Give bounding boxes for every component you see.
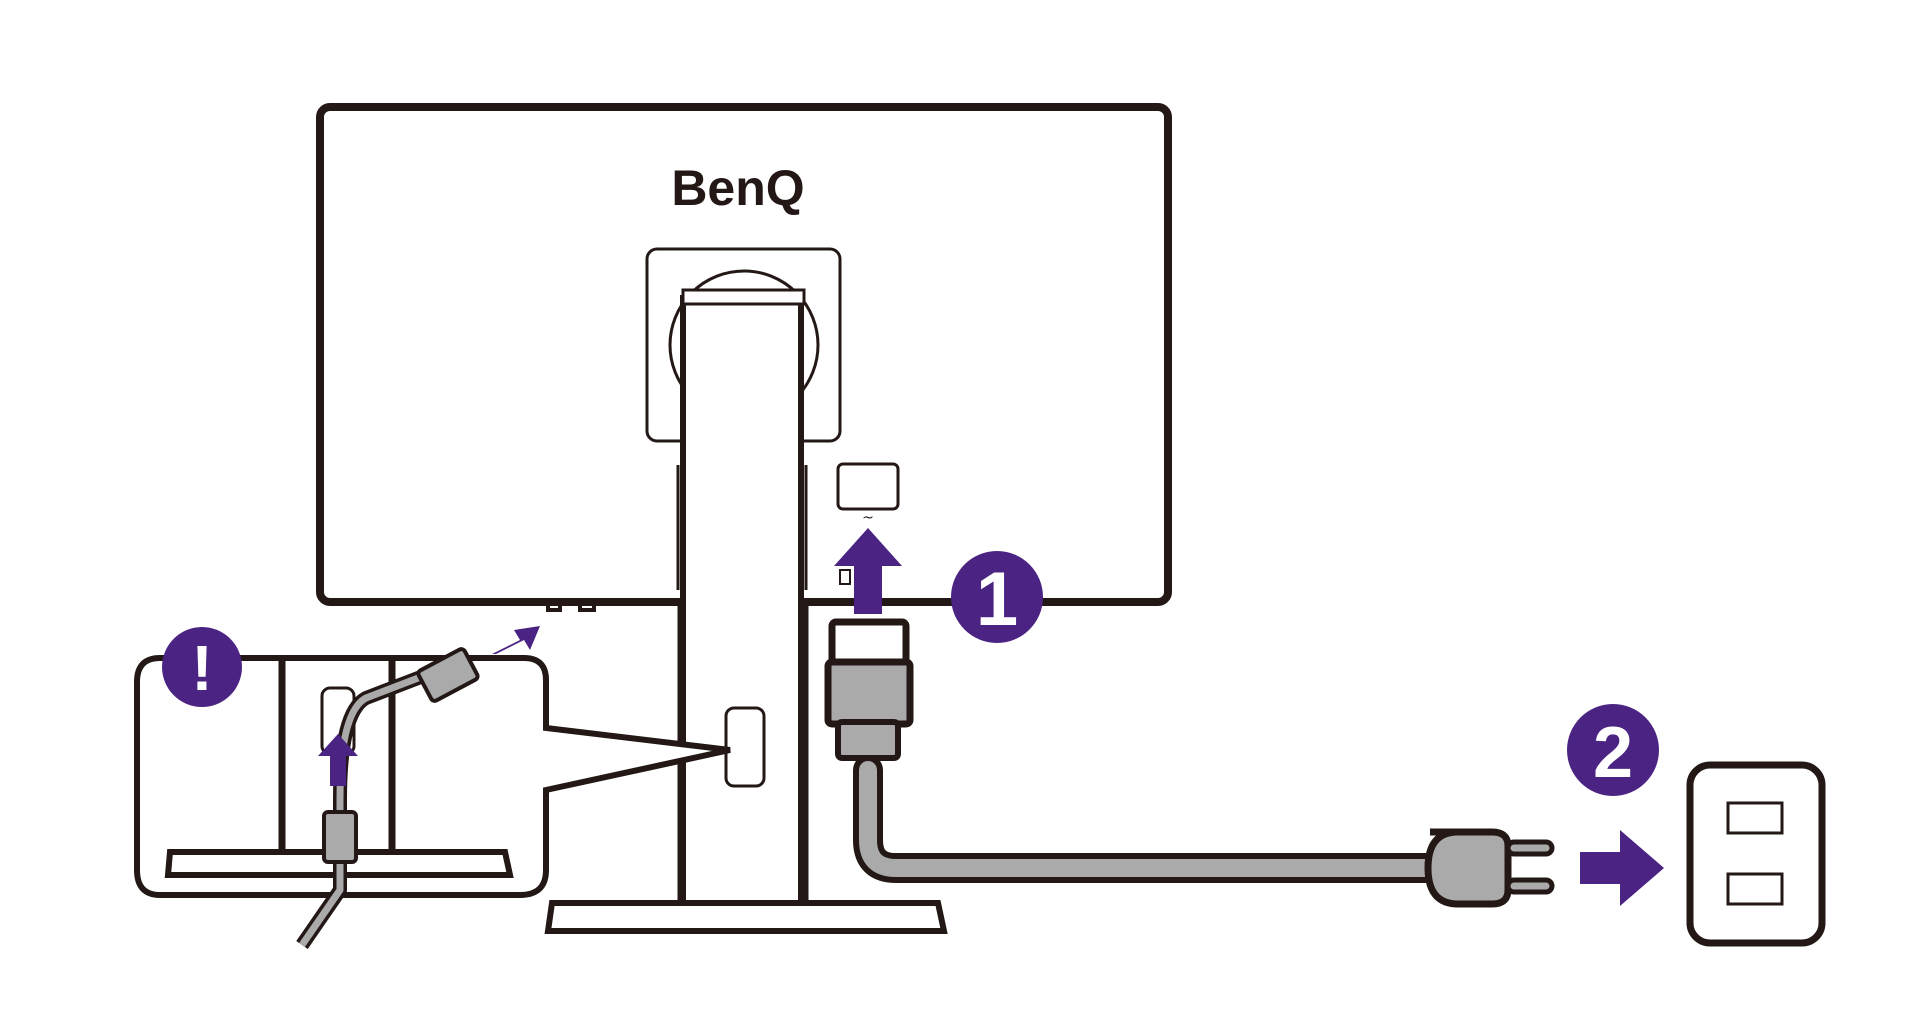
caution-callout — [134, 626, 731, 949]
monitor-bottom-buttons — [546, 602, 596, 612]
stand-base — [544, 900, 948, 934]
step-2-label: 2 — [1593, 713, 1633, 793]
step-1-label: 1 — [976, 557, 1018, 642]
insert-arrow-up — [834, 528, 902, 614]
callout-arrow-diagonal — [492, 626, 540, 654]
step-1-badge: 1 — [951, 551, 1043, 643]
power-plug — [1424, 828, 1555, 908]
power-cable — [853, 755, 1465, 883]
iec-connector — [824, 618, 914, 761]
callout-connector-lower — [322, 810, 358, 864]
power-port: ~ — [836, 462, 900, 585]
outlet-socket-top — [1726, 801, 1784, 835]
caution-label: ! — [191, 632, 212, 704]
power-socket — [836, 462, 900, 511]
power-switch — [839, 569, 851, 585]
wall-outlet — [1686, 761, 1826, 947]
caution-badge: ! — [162, 627, 242, 707]
step-2-badge: 2 — [1567, 704, 1659, 796]
callout-connector-upper — [416, 647, 480, 703]
cable-management-slot — [724, 706, 766, 788]
outlet-socket-bottom — [1726, 872, 1784, 906]
callout-arrow-up — [318, 734, 358, 786]
plug-in-arrow-right — [1580, 830, 1664, 906]
port-symbol: ~ — [862, 510, 874, 526]
brand-logo: BenQ — [671, 160, 804, 216]
